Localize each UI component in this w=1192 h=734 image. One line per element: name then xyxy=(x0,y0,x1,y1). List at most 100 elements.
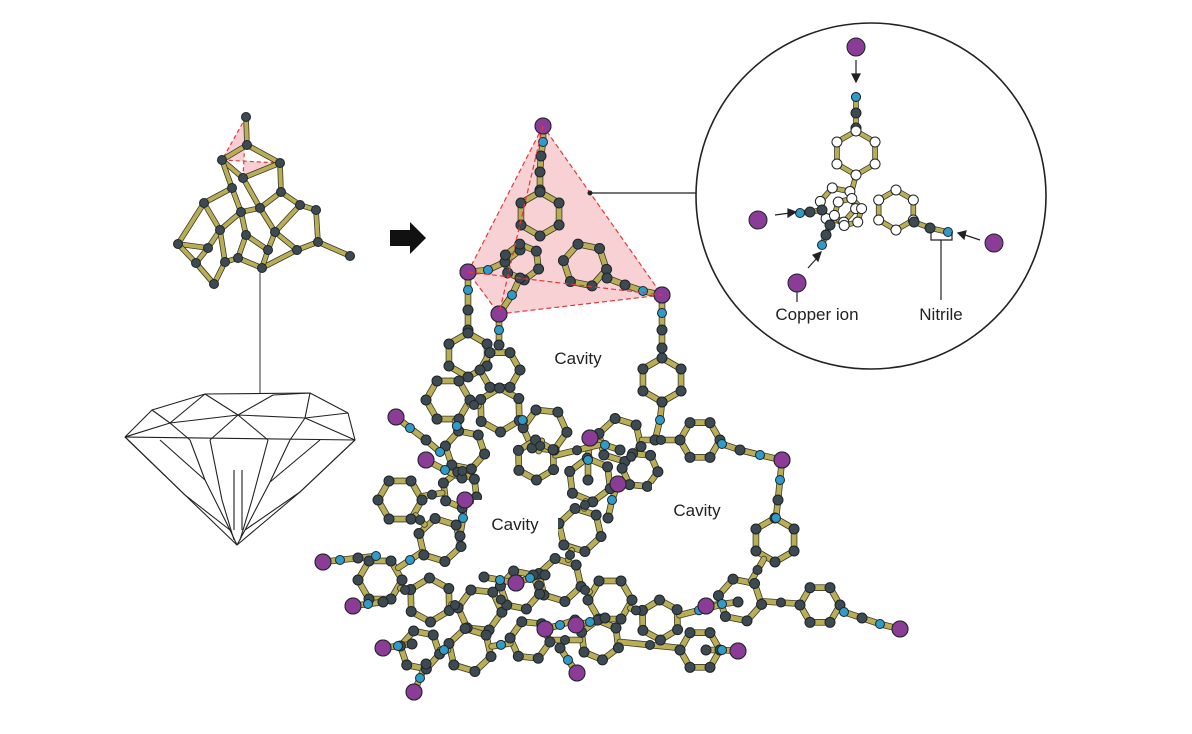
carbon-atom xyxy=(590,509,602,521)
nitrogen-atom xyxy=(494,325,504,335)
carbon-atom xyxy=(530,404,542,416)
carbon-atom xyxy=(459,623,471,635)
carbon-atom xyxy=(654,634,666,646)
carbon-atom xyxy=(504,381,516,393)
tetrahedron-front-edge xyxy=(498,125,544,315)
carbon-atom xyxy=(788,545,800,557)
nitrogen-atom xyxy=(525,573,535,583)
carbon-atom xyxy=(572,445,583,456)
nitrogen-atom xyxy=(458,513,468,523)
carbon-atom xyxy=(513,464,525,476)
carbon-atom xyxy=(352,574,364,586)
carbon-atom xyxy=(420,434,432,446)
carbon-atom xyxy=(478,571,490,583)
nitrogen-atom xyxy=(563,655,573,665)
carbon-atom xyxy=(559,595,571,607)
carbon-atom xyxy=(578,646,590,658)
carbon-atom xyxy=(846,193,858,205)
carbon-atom xyxy=(831,136,843,148)
carbon-atom xyxy=(263,245,273,255)
carbon-atom xyxy=(582,474,594,486)
carbon-atom xyxy=(565,550,575,560)
inset-detail: Copper ion Nitrile xyxy=(695,22,1047,370)
copper-ion xyxy=(729,642,747,660)
carbon-atom xyxy=(383,475,395,487)
nitrogen-atom xyxy=(943,227,953,237)
carbon-atom xyxy=(635,441,647,453)
carbon-atom xyxy=(704,451,716,463)
nitrogen-atom xyxy=(839,607,849,617)
carbon-atom xyxy=(415,515,425,525)
nitrogen-atom xyxy=(483,265,493,275)
nitrogen-atom xyxy=(463,285,473,295)
carbon-atom xyxy=(423,572,435,584)
carbon-atom xyxy=(413,527,425,539)
carbon-atom xyxy=(514,364,526,376)
copper-ion xyxy=(507,574,525,592)
carbon-atom xyxy=(345,251,355,261)
carbon-atom xyxy=(637,363,649,375)
carbon-atom xyxy=(674,434,686,446)
carbon-atom xyxy=(838,219,850,231)
carbon-atom xyxy=(594,243,606,255)
diamond-lattice xyxy=(173,112,355,289)
carbon-atom xyxy=(572,238,584,250)
carbon-atom xyxy=(499,249,511,261)
carbon-atom xyxy=(856,203,868,215)
nitrogen-atom xyxy=(717,645,727,655)
copper-ion xyxy=(787,273,807,293)
copper-ion xyxy=(417,451,435,469)
carbon-atom xyxy=(630,605,641,616)
carbon-atom xyxy=(530,474,542,486)
nitrogen-atom xyxy=(405,423,415,433)
carbon-atom xyxy=(406,638,418,650)
cavity-label-right: Cavity xyxy=(673,501,721,520)
carbon-atom xyxy=(850,169,862,181)
carbon-atom xyxy=(552,406,564,418)
carbon-atom xyxy=(534,588,546,600)
carbon-atom xyxy=(612,642,624,654)
carbon-atom xyxy=(873,194,885,206)
carbon-atom xyxy=(396,574,408,586)
carbon-atom xyxy=(816,204,828,216)
carbon-atom xyxy=(609,413,621,425)
carbon-atom xyxy=(619,279,631,291)
carbon-atom xyxy=(405,605,417,617)
framework xyxy=(314,117,909,701)
carbon-atom xyxy=(598,449,610,461)
carbon-atom xyxy=(675,385,687,397)
carbon-atom xyxy=(672,624,684,636)
carbon-atom xyxy=(530,245,542,257)
carbon-atom xyxy=(553,219,565,231)
right-arrow-icon xyxy=(390,222,426,254)
carbon-atom xyxy=(533,263,545,275)
carbon-atom xyxy=(241,230,251,240)
carbon-atom xyxy=(453,375,465,387)
copper-ion xyxy=(891,620,909,638)
carbon-atom xyxy=(804,206,816,218)
carbon-atom xyxy=(616,462,628,474)
nitrogen-atom xyxy=(817,240,827,250)
carbon-atom xyxy=(908,216,920,228)
carbon-atom xyxy=(431,413,443,425)
carbon-atom xyxy=(602,512,614,524)
carbon-atom xyxy=(431,375,443,387)
carbon-atom xyxy=(734,444,746,456)
carbon-atom xyxy=(504,632,516,644)
carbon-atom xyxy=(674,644,686,656)
carbon-atom xyxy=(756,598,768,610)
carbon-atom xyxy=(637,624,649,636)
carbon-atom xyxy=(448,659,460,671)
carbon-atom xyxy=(741,615,753,627)
nitrogen-atom xyxy=(755,450,765,460)
copper-ion xyxy=(697,597,715,615)
copper-ion xyxy=(344,597,362,615)
nitrogen-atom xyxy=(585,617,595,627)
nitrile-bracket xyxy=(930,232,953,300)
copper-ion-label: Copper ion xyxy=(775,305,858,324)
carbon-atom xyxy=(924,222,936,234)
carbon-atom xyxy=(539,569,551,581)
copper-ion xyxy=(314,553,332,571)
nitrogen-atom xyxy=(495,575,505,585)
carbon-atom xyxy=(544,636,556,648)
